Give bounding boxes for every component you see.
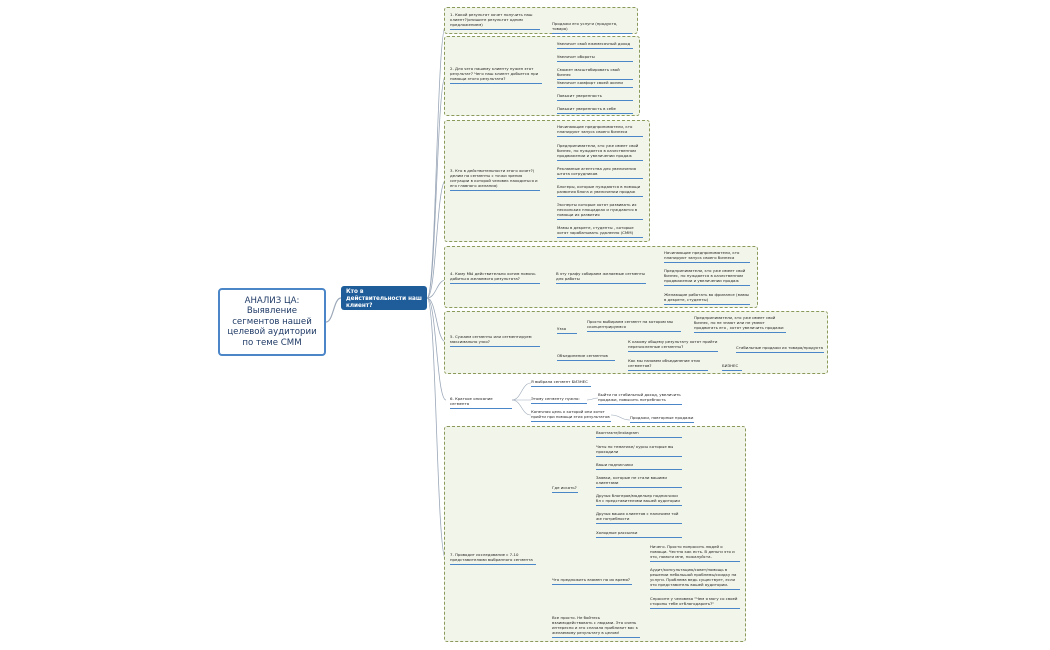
section-4-box [444, 246, 758, 308]
s5-union-a1[interactable]: Стабильные продажи их товара/продукта [736, 345, 824, 353]
main-topic[interactable]: Кто в действительности наш клиент? [341, 286, 427, 310]
connector [426, 279, 447, 299]
s5-union-q2[interactable]: Как мы назовем объединение этих сегменто… [628, 358, 708, 371]
s7-where[interactable]: Где искать? [552, 485, 578, 493]
s6-a2b[interactable]: Выйти на стабильный доход, увеличить про… [598, 392, 682, 405]
s2-question[interactable]: 2. Для чего нашему клиенту нужен этот ре… [450, 66, 542, 84]
section-2-box [444, 36, 640, 116]
connector [426, 297, 447, 561]
s4-item[interactable]: Желающие работать во фрилансе (мамы в де… [664, 292, 750, 305]
s7-where-item[interactable]: Заявки, которые не стали вашими клиентам… [596, 475, 682, 488]
s7-offer-item[interactable]: Ничего. Просто попросить людей о помощи.… [650, 544, 740, 562]
s3-question[interactable]: 3. Кто в действительности этого хочет?( … [450, 168, 540, 191]
s5-narrow-a[interactable]: Просто выбираем сегмент на котором мы ск… [587, 319, 681, 332]
s6-question[interactable]: 6. Краткое описание сегмента [450, 396, 512, 409]
s5-narrow[interactable]: Узко [557, 326, 577, 334]
section-7-box [444, 426, 746, 642]
connector [511, 382, 532, 401]
s4-question[interactable]: 4. Кому МЫ действительно хотим помочь до… [450, 271, 540, 284]
connector [426, 179, 447, 299]
s7-tail[interactable]: Все просто. Не бойтесь взаимодействовать… [552, 615, 640, 638]
s6-a3[interactable]: Конечная цель к которой они хотят прийти… [531, 409, 611, 422]
s6-a1[interactable]: Я выбрала сегмент БИЗНЕС [531, 379, 591, 387]
s5-union[interactable]: Объединение сегментов [557, 353, 615, 361]
root-node[interactable]: АНАЛИЗ ЦА: Выявление сегментов нашей цел… [218, 288, 326, 356]
s2-item[interactable]: Увеличит свой ежемесячный доход [557, 41, 633, 49]
s3-item[interactable]: Рекламные агентства для увеличения штата… [557, 166, 643, 179]
s4-middle[interactable]: В эту графу собираем желаемые сегменты д… [556, 271, 646, 284]
s7-question[interactable]: 7. Проводит исследование с 7-10 представ… [450, 552, 536, 565]
s5-union-a2[interactable]: БИЗНЕС [722, 363, 742, 371]
s5-union-q1[interactable]: К какому общему результату хотят прийти … [628, 339, 718, 352]
s4-item[interactable]: Предприниматели, кто уже имеет свой бизн… [664, 268, 750, 286]
s2-item[interactable]: Сможет масштабировать свой бизнес [557, 67, 633, 80]
connector [426, 297, 447, 401]
connector [426, 74, 447, 299]
s3-item[interactable]: Блогеры, которые нуждаются в помощи разв… [557, 184, 643, 197]
root-label: АНАЛИЗ ЦА: Выявление сегментов нашей цел… [227, 295, 317, 348]
s7-offer-item[interactable]: Аудит/консультацию/совет/помощь в решени… [650, 567, 740, 590]
s2-item[interactable]: Увеличит комфорт своей жизни [557, 80, 633, 88]
connector [586, 397, 599, 401]
s2-item[interactable]: Увеличит обороты [557, 54, 633, 62]
s5-narrow-b[interactable]: Предприниматели, кто уже имеет свой бизн… [694, 315, 786, 333]
s7-offer-item[interactable]: Спросите у человека "Чем я могу со своей… [650, 596, 740, 609]
s6-a3b[interactable]: Продажи, повторные продажи [630, 415, 694, 423]
s1-question[interactable]: 1. Какой результат хочет получить наш кл… [450, 12, 540, 30]
connector [325, 297, 342, 323]
connector [610, 414, 631, 421]
s7-where-item[interactable]: Чаты по тематике/ курсы которые вы прохо… [596, 444, 682, 457]
s7-where-item[interactable]: Ваши подписчики [596, 462, 682, 470]
connector [426, 24, 447, 299]
s7-where-item[interactable]: Друзья ваших клиентов с наличием той же … [596, 511, 682, 524]
connector [511, 399, 532, 416]
main-topic-label: Кто в действительности наш клиент? [346, 289, 422, 309]
s7-where-item[interactable]: Вконтакте/Instagram [596, 430, 682, 438]
s1-answer[interactable]: Продажи его услуги (продукта, товара) [552, 21, 632, 34]
s2-item[interactable]: Повысит уверенность в себе [557, 106, 633, 114]
s4-item[interactable]: Начинающие предприниматели, кто планирую… [664, 250, 750, 263]
section-5-box [444, 311, 828, 374]
s7-where-item[interactable]: Друзья блогеров/модельер подписчики бл с… [596, 493, 682, 506]
s5-question[interactable]: 5. Сужаем сегменты или сегментируем макс… [450, 334, 540, 347]
s3-item[interactable]: Начинающие предприниматели, кто планирую… [557, 124, 643, 137]
s2-item[interactable]: Повысит уверенность [557, 93, 633, 101]
s7-where-item[interactable]: Холодные рассылки [596, 530, 682, 538]
s3-item[interactable]: Предприниматели, кто уже имеет свой бизн… [557, 143, 643, 161]
s3-item[interactable]: Мамы в декрете, студенты , которые хотят… [557, 225, 643, 238]
s7-offer[interactable]: Что предложить взамен на их время? [552, 577, 632, 585]
s3-item[interactable]: Эксперты которые хотят развивать их неск… [557, 202, 643, 220]
s6-a2[interactable]: Этому сегменту нужно: [531, 396, 587, 404]
section-3-box [444, 120, 650, 242]
